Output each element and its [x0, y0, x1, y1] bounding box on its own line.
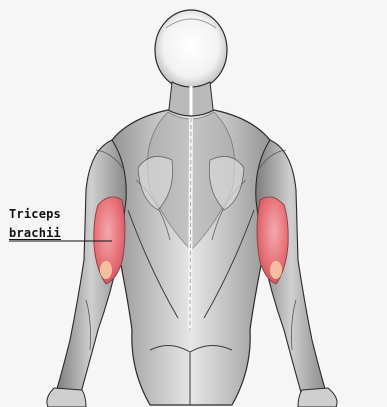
torso — [104, 110, 278, 405]
head — [155, 10, 227, 90]
label-line-2: brachii — [9, 225, 61, 241]
label-line-1: Triceps — [9, 206, 61, 222]
